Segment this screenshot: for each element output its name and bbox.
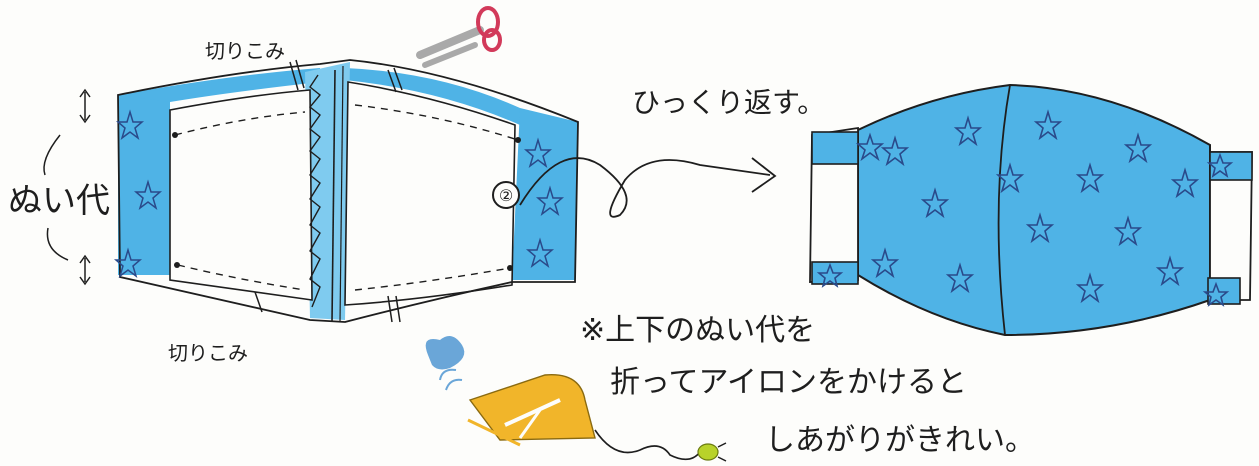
ear-tab [1209, 151, 1253, 181]
stitch-dot [172, 132, 178, 138]
stitch-dot [174, 262, 180, 268]
cut-label-bottom: 切りこみ [168, 341, 248, 365]
fabric-right-edge [512, 108, 578, 280]
star-icon [113, 109, 565, 278]
turn-over-label: ひっくり返す。 [632, 86, 825, 119]
iron-cord [594, 429, 701, 461]
stitch-line-top-right [354, 104, 519, 141]
ear-tab [811, 131, 859, 165]
stitch-dot [515, 137, 521, 143]
steam-icon [425, 336, 465, 391]
cut-notch-bottom [254, 291, 263, 313]
lining-inner [169, 89, 313, 301]
plug-icon [697, 443, 719, 461]
star-icon [816, 109, 1234, 307]
stitch-line-bottom-left [177, 264, 306, 291]
step-number-circle [492, 181, 520, 209]
iron-icon [467, 374, 727, 462]
fabric-top-strip [118, 68, 320, 102]
center-seam-line [331, 69, 336, 323]
panel-outline [117, 59, 579, 323]
cut-notch-top [289, 59, 305, 91]
scissors-icon [416, 6, 502, 68]
curved-arrow-icon [519, 157, 771, 218]
cut-notch-top-right [387, 67, 403, 93]
center-seam-ruffle [309, 74, 321, 308]
note-line-2: 折ってアイロンをかけると [610, 365, 967, 400]
stitch-dot [507, 265, 513, 271]
stitch-line-top-left [174, 111, 306, 136]
seam-allowance-label: ぬい代 [8, 181, 110, 221]
mask-panel-sewn: ② [113, 59, 579, 323]
step-number: ② [499, 186, 513, 205]
mask-center-seam [997, 84, 1011, 336]
center-seam-line [339, 65, 344, 323]
seam-allowance-marker [43, 88, 91, 286]
arrow-head [751, 157, 777, 193]
note-line-3: しあがりがきれい。 [765, 423, 1035, 458]
mask-body [857, 83, 1211, 337]
cut-notch-bottom-right [387, 295, 401, 323]
fabric-left-edge [118, 95, 170, 275]
finished-mask [809, 83, 1253, 337]
note-line-1: ※上下のぬい代を [580, 313, 815, 348]
stitch-line-bottom-right [354, 267, 511, 291]
fabric-right-top-strip [345, 68, 520, 125]
cut-label-top: 切りこみ [205, 39, 285, 63]
